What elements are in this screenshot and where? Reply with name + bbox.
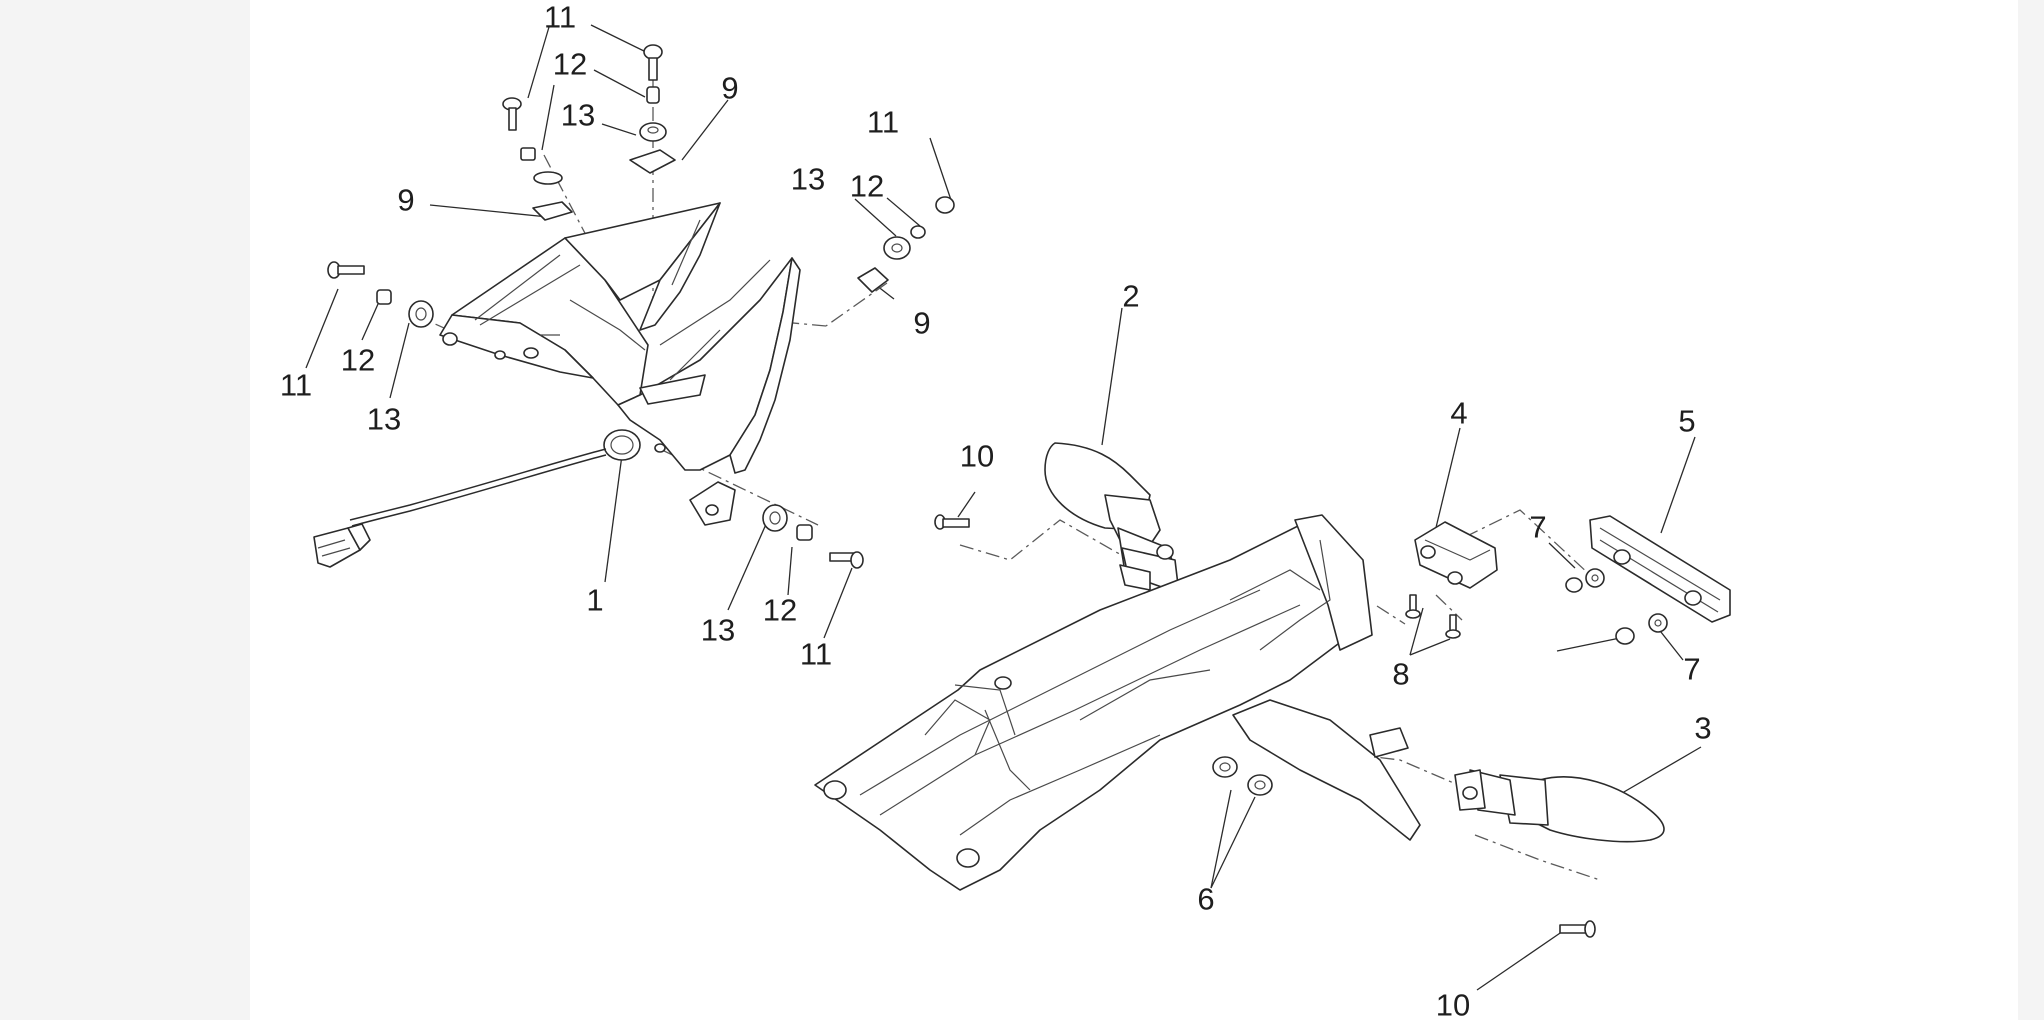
callout-11: 11	[799, 636, 833, 672]
callout-12: 12	[340, 342, 376, 378]
callout-6: 6	[1197, 881, 1215, 917]
callout-9: 9	[721, 70, 739, 106]
callout-7: 7	[1529, 509, 1547, 545]
reflector	[1589, 515, 1731, 623]
callout-7: 7	[1683, 651, 1701, 687]
left-turn-signal	[1044, 442, 1179, 591]
callout-11: 11	[543, 0, 577, 35]
callout-2: 2	[1122, 278, 1140, 314]
right-margin-band	[2018, 0, 2044, 1020]
tail-light-assembly	[313, 202, 801, 568]
callout-5: 5	[1678, 403, 1696, 439]
callout-12: 12	[762, 592, 798, 628]
callout-13: 13	[366, 401, 402, 437]
callout-13: 13	[560, 97, 596, 133]
callout-9: 9	[397, 182, 415, 218]
callout-12: 12	[849, 168, 885, 204]
callout-10: 10	[1435, 987, 1471, 1023]
left-margin-band	[0, 0, 250, 1020]
leader-lines	[305, 24, 1702, 991]
plate-light-bracket	[1414, 521, 1498, 589]
callout-1: 1	[586, 582, 604, 618]
callout-4: 4	[1450, 395, 1468, 431]
callout-9: 9	[913, 305, 931, 341]
callout-12: 12	[552, 46, 588, 82]
callout-8: 8	[1392, 656, 1410, 692]
callout-10: 10	[959, 438, 995, 474]
callout-13: 13	[700, 612, 736, 648]
callout-3: 3	[1694, 710, 1712, 746]
fasteners	[327, 44, 1668, 938]
rear-fender	[814, 514, 1421, 891]
callout-11: 11	[866, 104, 900, 140]
right-turn-signal	[1454, 769, 1665, 843]
callout-11: 11	[279, 367, 313, 403]
callout-13: 13	[790, 161, 826, 197]
